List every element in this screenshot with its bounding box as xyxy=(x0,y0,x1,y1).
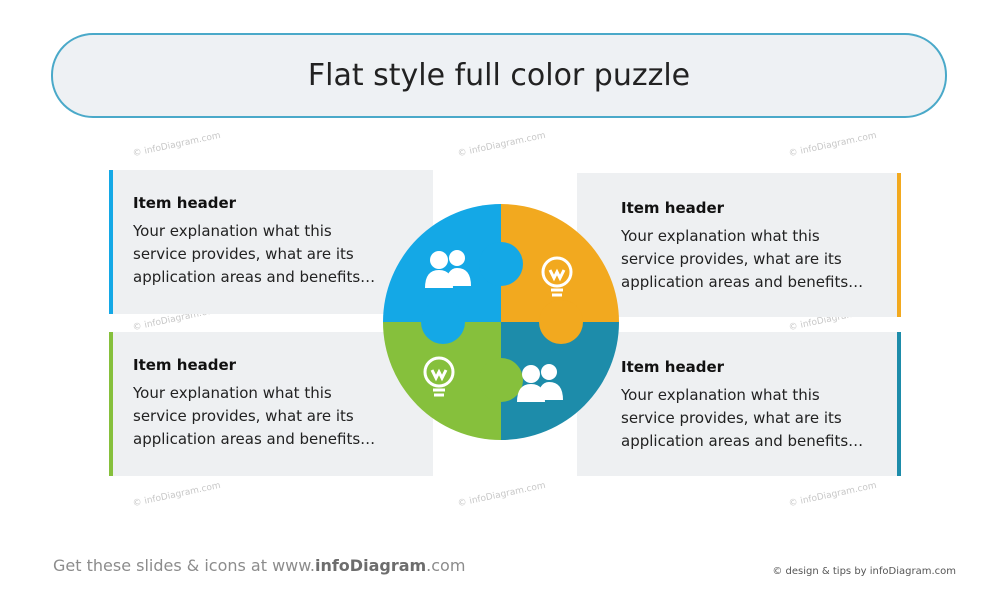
lightbulb-icon xyxy=(541,256,573,297)
watermark: © infoDiagram.com xyxy=(787,130,878,160)
item-header: Item header xyxy=(621,199,725,217)
item-header: Item header xyxy=(133,356,237,374)
footer-suffix: .com xyxy=(426,556,466,575)
users-icon xyxy=(425,250,471,288)
item-description: Your explanation what this service provi… xyxy=(621,227,864,291)
item-description: Your explanation what this service provi… xyxy=(133,222,376,286)
item-description: Your explanation what this service provi… xyxy=(621,386,864,450)
footer-prefix: Get these slides & icons at www. xyxy=(53,556,315,575)
item-card-bottom-left: Item header Your explanation what this s… xyxy=(109,332,433,476)
footer-brand: infoDiagram xyxy=(314,556,427,575)
title-bar: Flat style full color puzzle xyxy=(51,33,947,118)
watermark: © infoDiagram.com xyxy=(456,480,547,510)
item-header: Item header xyxy=(133,194,237,212)
puzzle-circle xyxy=(383,204,619,440)
users-icon xyxy=(517,364,563,402)
page-title: Flat style full color puzzle xyxy=(307,58,691,93)
item-header: Item header xyxy=(621,358,725,376)
item-description: Your explanation what this service provi… xyxy=(133,384,376,448)
item-card-top-left: Item header Your explanation what this s… xyxy=(109,170,433,314)
lightbulb-icon xyxy=(423,356,455,397)
item-card-top-right: Item header Your explanation what this s… xyxy=(577,173,901,317)
watermark: © infoDiagram.com xyxy=(787,480,878,510)
item-card-bottom-right: Item header Your explanation what this s… xyxy=(577,332,901,476)
footer-credit: © design & tips by infoDiagram.com xyxy=(772,566,956,577)
watermark: © infoDiagram.com xyxy=(131,480,222,510)
watermark: © infoDiagram.com xyxy=(456,130,547,160)
watermark: © infoDiagram.com xyxy=(131,130,222,160)
footer-link[interactable]: Get these slides & icons at www.infoDiag… xyxy=(53,556,465,575)
